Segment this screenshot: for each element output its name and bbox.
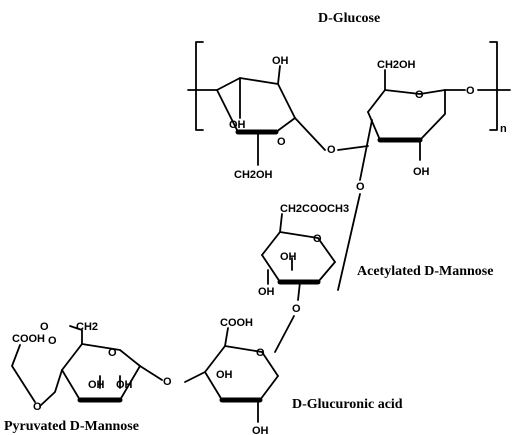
label-pyruvated-d-mannose: Pyruvated D-Mannose xyxy=(4,419,139,434)
glucose-left-oh-ring: OH xyxy=(229,119,246,131)
glucuronic-acid-ring xyxy=(184,327,279,423)
pyruvated-mannose-oh-right: OH xyxy=(116,379,133,391)
repeat-bracket-left xyxy=(195,41,204,131)
pyruvated-mannose-ring-oxygen: O xyxy=(108,347,117,359)
glucose-ring-right xyxy=(359,69,446,181)
mannose-oh-upper: OH xyxy=(280,251,297,263)
repeat-subscript-n: n xyxy=(500,123,507,135)
pyruvate-ring-oxygen: O xyxy=(48,335,57,347)
repeat-bracket-right xyxy=(489,41,498,131)
glucose-left-ch2oh: CH2OH xyxy=(234,169,273,181)
pyruvate-cooh: COOH xyxy=(12,333,45,345)
mannose-acetyl-group: CH2COOCH3 xyxy=(280,203,349,215)
pyruvate-ch2: CH2 xyxy=(76,321,98,333)
glycosidic-bond-mannose xyxy=(337,193,361,291)
glucose-right-ring-oxygen: O xyxy=(415,89,424,101)
glucose-ring-left xyxy=(216,65,326,166)
glucose-left-ring-oxygen: O xyxy=(277,136,286,148)
label-d-glucose: D-Glucose xyxy=(318,11,380,26)
glycosidic-oxygen-mannose: O xyxy=(356,181,365,193)
mannose-ring-oxygen: O xyxy=(313,233,322,245)
glycosidic-bond-glucuronic xyxy=(274,315,295,353)
glucuronic-oh-bottom: OH xyxy=(252,425,269,435)
glucose-left-oh-top: OH xyxy=(272,55,289,67)
pyruvate-o-bottom: O xyxy=(33,401,42,413)
glycosidic-bond-glucose xyxy=(337,145,369,151)
label-d-glucuronic-acid: D-Glucuronic acid xyxy=(292,397,403,412)
mannose-oh-lower: OH xyxy=(258,286,275,298)
glycosidic-oxygen-pyruvated: O xyxy=(163,376,172,388)
glucuronic-cooh: COOH xyxy=(220,317,253,329)
glucuronic-oh-ring: OH xyxy=(216,369,233,381)
acetylated-mannose-ring xyxy=(261,213,336,301)
pyruvate-o-top: O xyxy=(40,321,49,333)
label-acetylated-d-mannose: Acetylated D-Mannose xyxy=(357,264,493,279)
pyruvated-mannose-oh-left: OH xyxy=(88,379,105,391)
glycosidic-bond-pyruvated xyxy=(139,365,163,381)
pyruvate-ketal-bonds xyxy=(11,344,36,403)
glycosidic-oxygen-glucuronic: O xyxy=(292,303,301,315)
pyruvated-mannose-ring xyxy=(39,325,141,407)
glucuronic-ring-oxygen: O xyxy=(256,347,265,359)
glucose-right-oh: OH xyxy=(413,166,430,178)
glycosidic-oxygen-glucose: O xyxy=(327,144,336,156)
glucose-right-ch2oh: CH2OH xyxy=(377,59,416,71)
backbone-oxygen: O xyxy=(466,85,475,97)
